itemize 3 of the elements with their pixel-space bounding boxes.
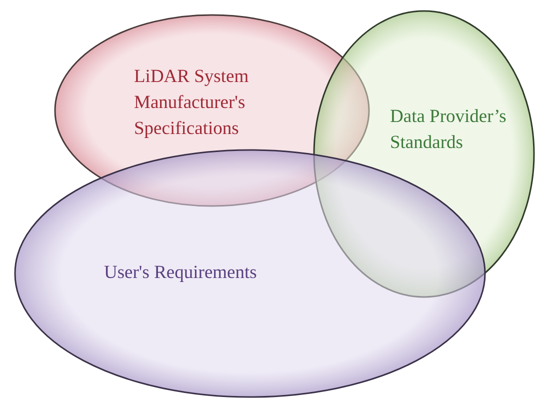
set-label: User's Requirements xyxy=(104,262,258,285)
set-label: LiDAR System Manufacturer's Specifications xyxy=(134,66,250,141)
set-label: Data Provider’s Standards xyxy=(390,106,508,155)
